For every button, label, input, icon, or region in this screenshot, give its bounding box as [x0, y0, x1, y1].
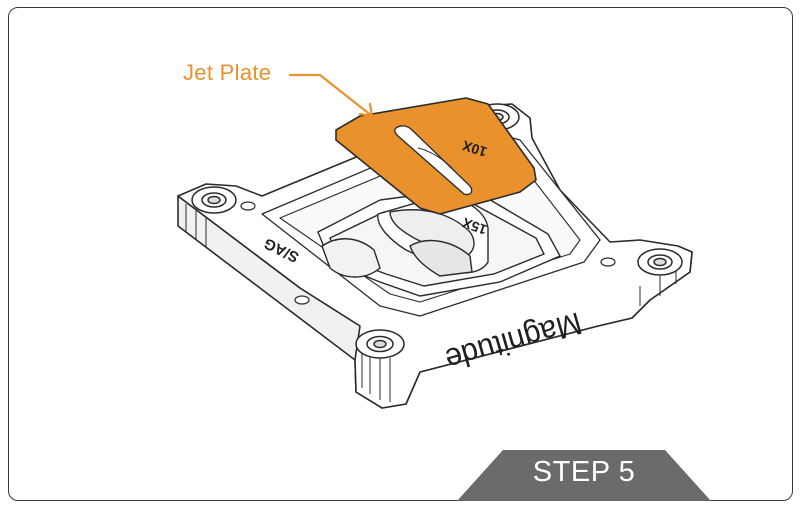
callout-arrow: [288, 73, 374, 118]
cooling-insert: [317, 187, 561, 297]
plate-marking: 10X: [460, 137, 489, 160]
mounting-hole-right: [637, 248, 683, 276]
figure-frame: [8, 7, 793, 501]
mounting-hole-bottom: [355, 329, 405, 359]
mounting-hole-left: [191, 186, 237, 214]
step-label: STEP 5: [532, 456, 636, 488]
jet-plate: 10X: [335, 97, 537, 215]
step-tab: [457, 450, 711, 501]
jet-plate-label: Jet Plate: [183, 60, 272, 85]
jet-plate-slot: [394, 125, 473, 196]
